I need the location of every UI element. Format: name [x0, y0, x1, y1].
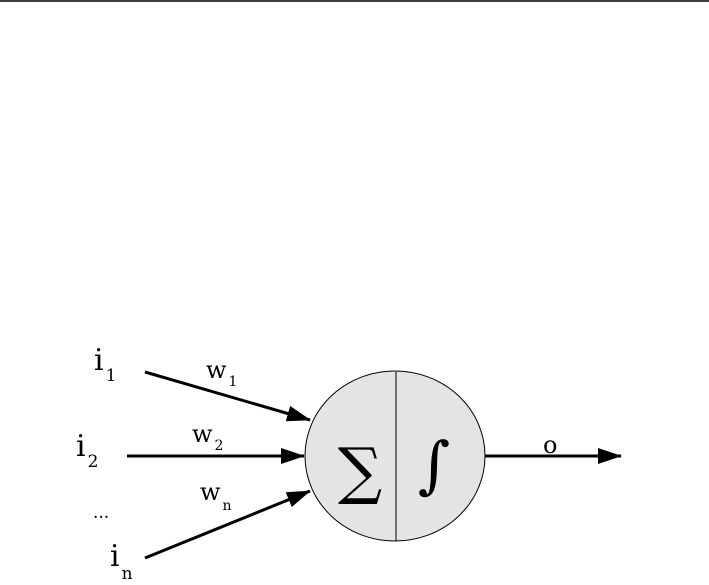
- sum-symbol: ∑: [338, 434, 382, 507]
- output-label: o: [543, 431, 557, 459]
- activation-symbol: ∫: [418, 428, 450, 501]
- arrow-input-1: [145, 372, 310, 420]
- input-ellipsis: ...: [93, 503, 109, 523]
- neuron-node: [305, 371, 485, 541]
